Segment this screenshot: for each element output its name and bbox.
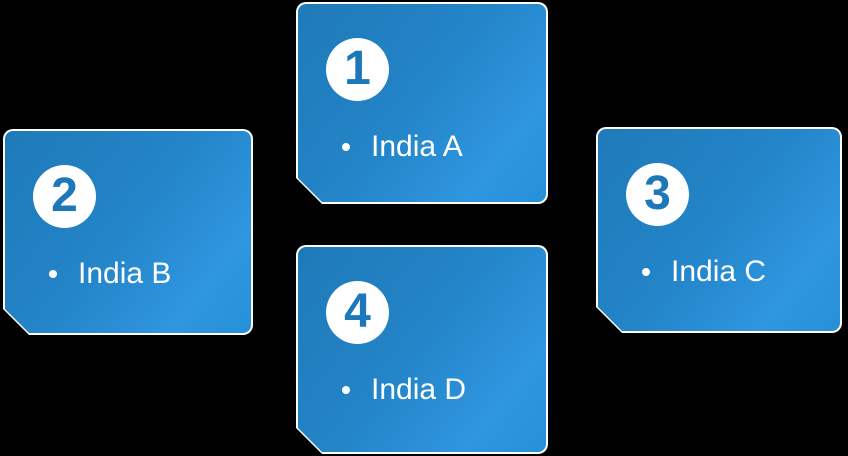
card-background [598, 129, 840, 331]
card-label: India D [371, 373, 467, 406]
card-india-b: 2 India B [3, 129, 253, 335]
card-background [298, 247, 546, 452]
card-background [298, 4, 546, 202]
card-label: India C [671, 255, 767, 288]
card-india-d: 4 India D [296, 245, 548, 454]
card-india-a: 1 India A [296, 2, 548, 204]
card-background [5, 131, 251, 333]
number-badge: 3 [626, 163, 689, 226]
bullet-icon [642, 268, 650, 276]
number-badge: 1 [326, 38, 389, 101]
card-label: India A [371, 130, 463, 163]
number-badge: 4 [326, 281, 389, 344]
bullet-icon [49, 270, 57, 278]
label-row: India C [642, 254, 766, 290]
badge-number: 4 [344, 284, 371, 338]
number-badge: 2 [33, 165, 96, 228]
card-label: India B [78, 257, 172, 290]
label-row: India D [342, 372, 466, 408]
bullet-icon [342, 386, 350, 394]
badge-number: 1 [344, 41, 371, 95]
card-india-c: 3 India C [596, 127, 842, 333]
label-row: India A [342, 129, 463, 165]
bullet-icon [342, 143, 350, 151]
label-row: India B [49, 256, 171, 292]
badge-number: 3 [644, 166, 671, 220]
badge-number: 2 [51, 168, 78, 222]
